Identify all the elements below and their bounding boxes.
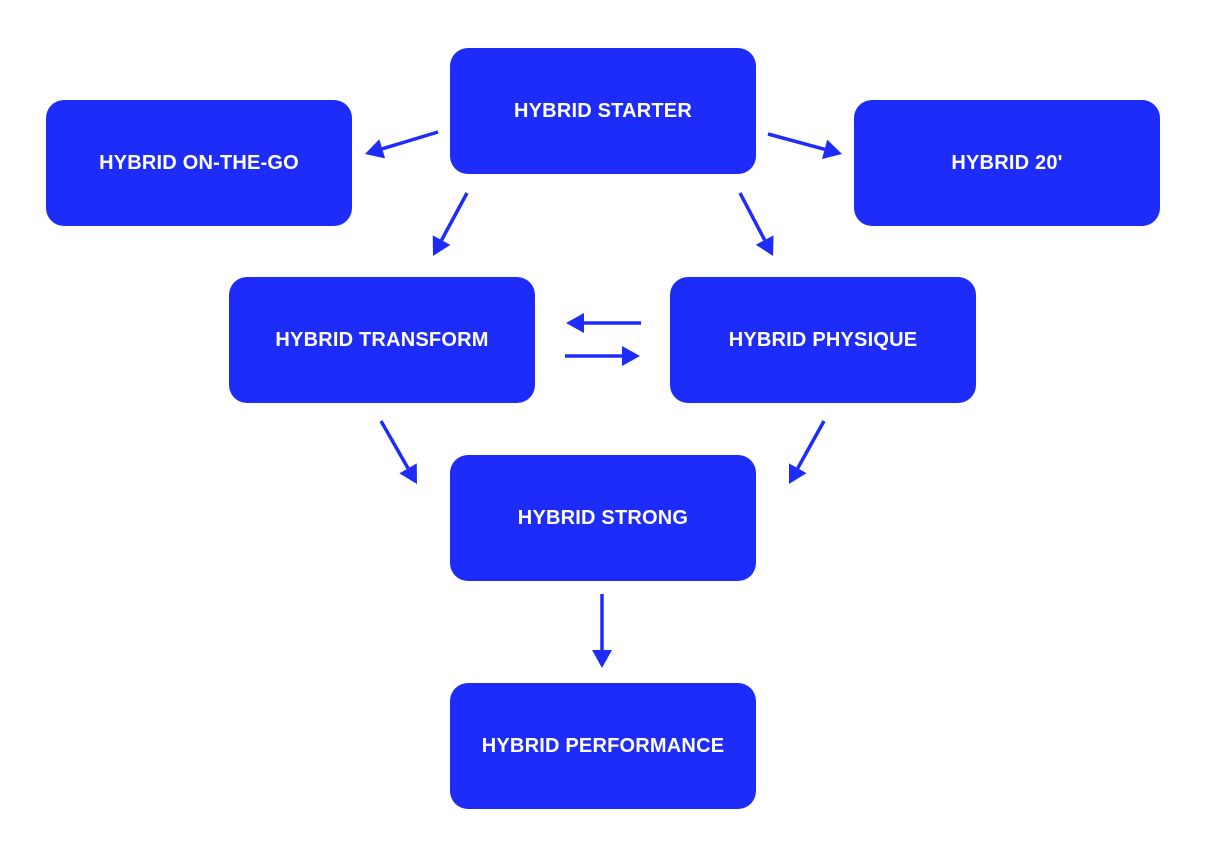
arrow-starter-to-20-shaft [767,132,826,151]
node-hybrid-on-the-go: HYBRID ON-THE-GO [46,100,352,226]
node-hybrid-performance: HYBRID PERFORMANCE [450,683,756,809]
arrow-physique-to-strong-head [789,463,807,484]
arrow-physique-to-strong-shaft [796,420,826,470]
arrow-physique-to-transform-head [566,313,584,333]
arrow-starter-to-20-head [822,139,842,159]
arrow-strong-to-performance-head [592,650,612,668]
node-hybrid-strong: HYBRID STRONG [450,455,756,581]
arrow-transform-to-physique-head [622,346,640,366]
arrow-starter-to-physique-head [755,235,774,256]
node-hybrid-transform: HYBRID TRANSFORM [229,277,535,403]
node-hybrid-20: HYBRID 20' [854,100,1160,226]
arrow-transform-to-strong-head [399,463,417,484]
arrow-starter-to-on-the-go-head [365,139,386,159]
node-hybrid-physique: HYBRID PHYSIQUE [670,277,976,403]
arrow-starter-to-transform-head [432,235,451,256]
node-hybrid-starter: HYBRID STARTER [450,48,756,174]
arrow-starter-to-on-the-go-shaft [381,130,439,151]
arrow-transform-to-strong-shaft [379,420,410,470]
arrow-starter-to-physique-shaft [738,192,767,241]
arrow-starter-to-transform-shaft [440,192,469,241]
